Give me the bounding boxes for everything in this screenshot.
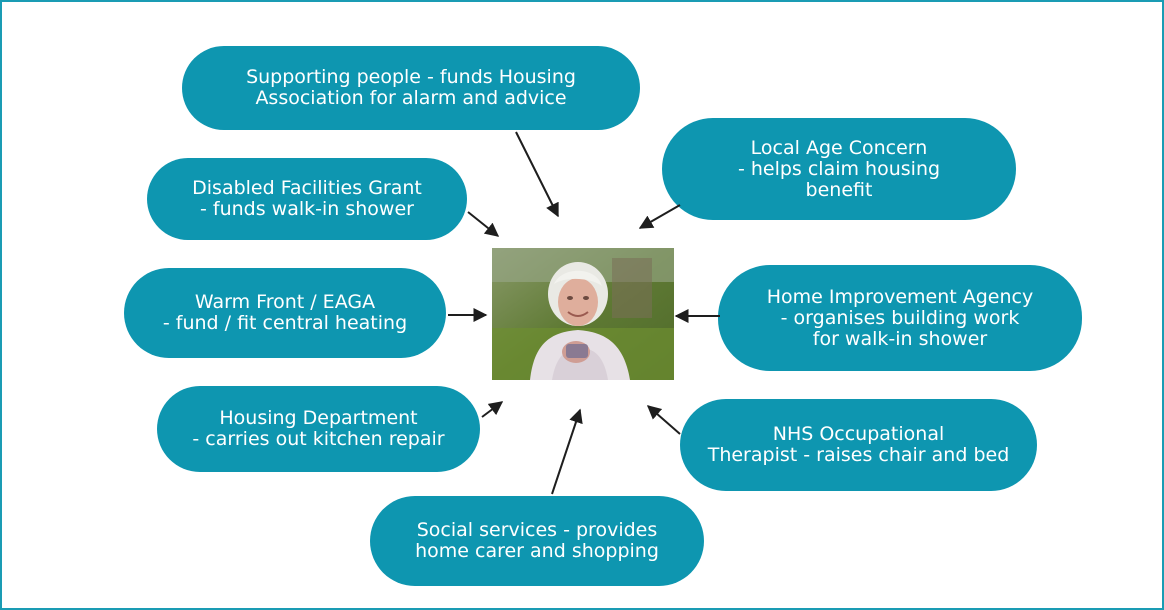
node-local-age-concern: Local Age Concern - helps claim housing … (662, 118, 1016, 220)
arrow-nhs-occupational-therapist (646, 405, 681, 435)
node-supporting-people: Supporting people - funds Housing Associ… (182, 46, 640, 130)
center-photo (492, 248, 674, 380)
node-nhs-occupational-therapist-label: NHS Occupational Therapist - raises chai… (707, 423, 1010, 466)
arrow-supporting-people (515, 131, 559, 218)
photo-of-older-woman (492, 248, 674, 380)
arrow-social-services (551, 408, 583, 495)
node-warm-front: Warm Front / EAGA - fund / fit central h… (124, 268, 446, 358)
node-social-services-label: Social services - provides home carer an… (415, 519, 659, 562)
node-disabled-facilities-grant: Disabled Facilities Grant - funds walk-i… (147, 158, 467, 240)
node-warm-front-label: Warm Front / EAGA - fund / fit central h… (162, 291, 408, 334)
node-disabled-facilities-grant-label: Disabled Facilities Grant - funds walk-i… (192, 177, 422, 220)
node-housing-department: Housing Department - carries out kitchen… (157, 386, 480, 472)
arrow-local-age-concern (638, 204, 681, 229)
node-social-services: Social services - provides home carer an… (370, 496, 704, 586)
node-home-improvement-agency-label: Home Improvement Agency - organises buil… (766, 285, 1034, 350)
arrow-housing-department (481, 401, 504, 418)
node-nhs-occupational-therapist: NHS Occupational Therapist - raises chai… (680, 399, 1037, 491)
arrow-disabled-facilities-grant (467, 211, 500, 237)
node-local-age-concern-label: Local Age Concern - helps claim housing … (737, 136, 941, 201)
node-supporting-people-label: Supporting people - funds Housing Associ… (246, 66, 576, 109)
node-home-improvement-agency: Home Improvement Agency - organises buil… (718, 265, 1082, 371)
node-housing-department-label: Housing Department - carries out kitchen… (192, 407, 445, 450)
